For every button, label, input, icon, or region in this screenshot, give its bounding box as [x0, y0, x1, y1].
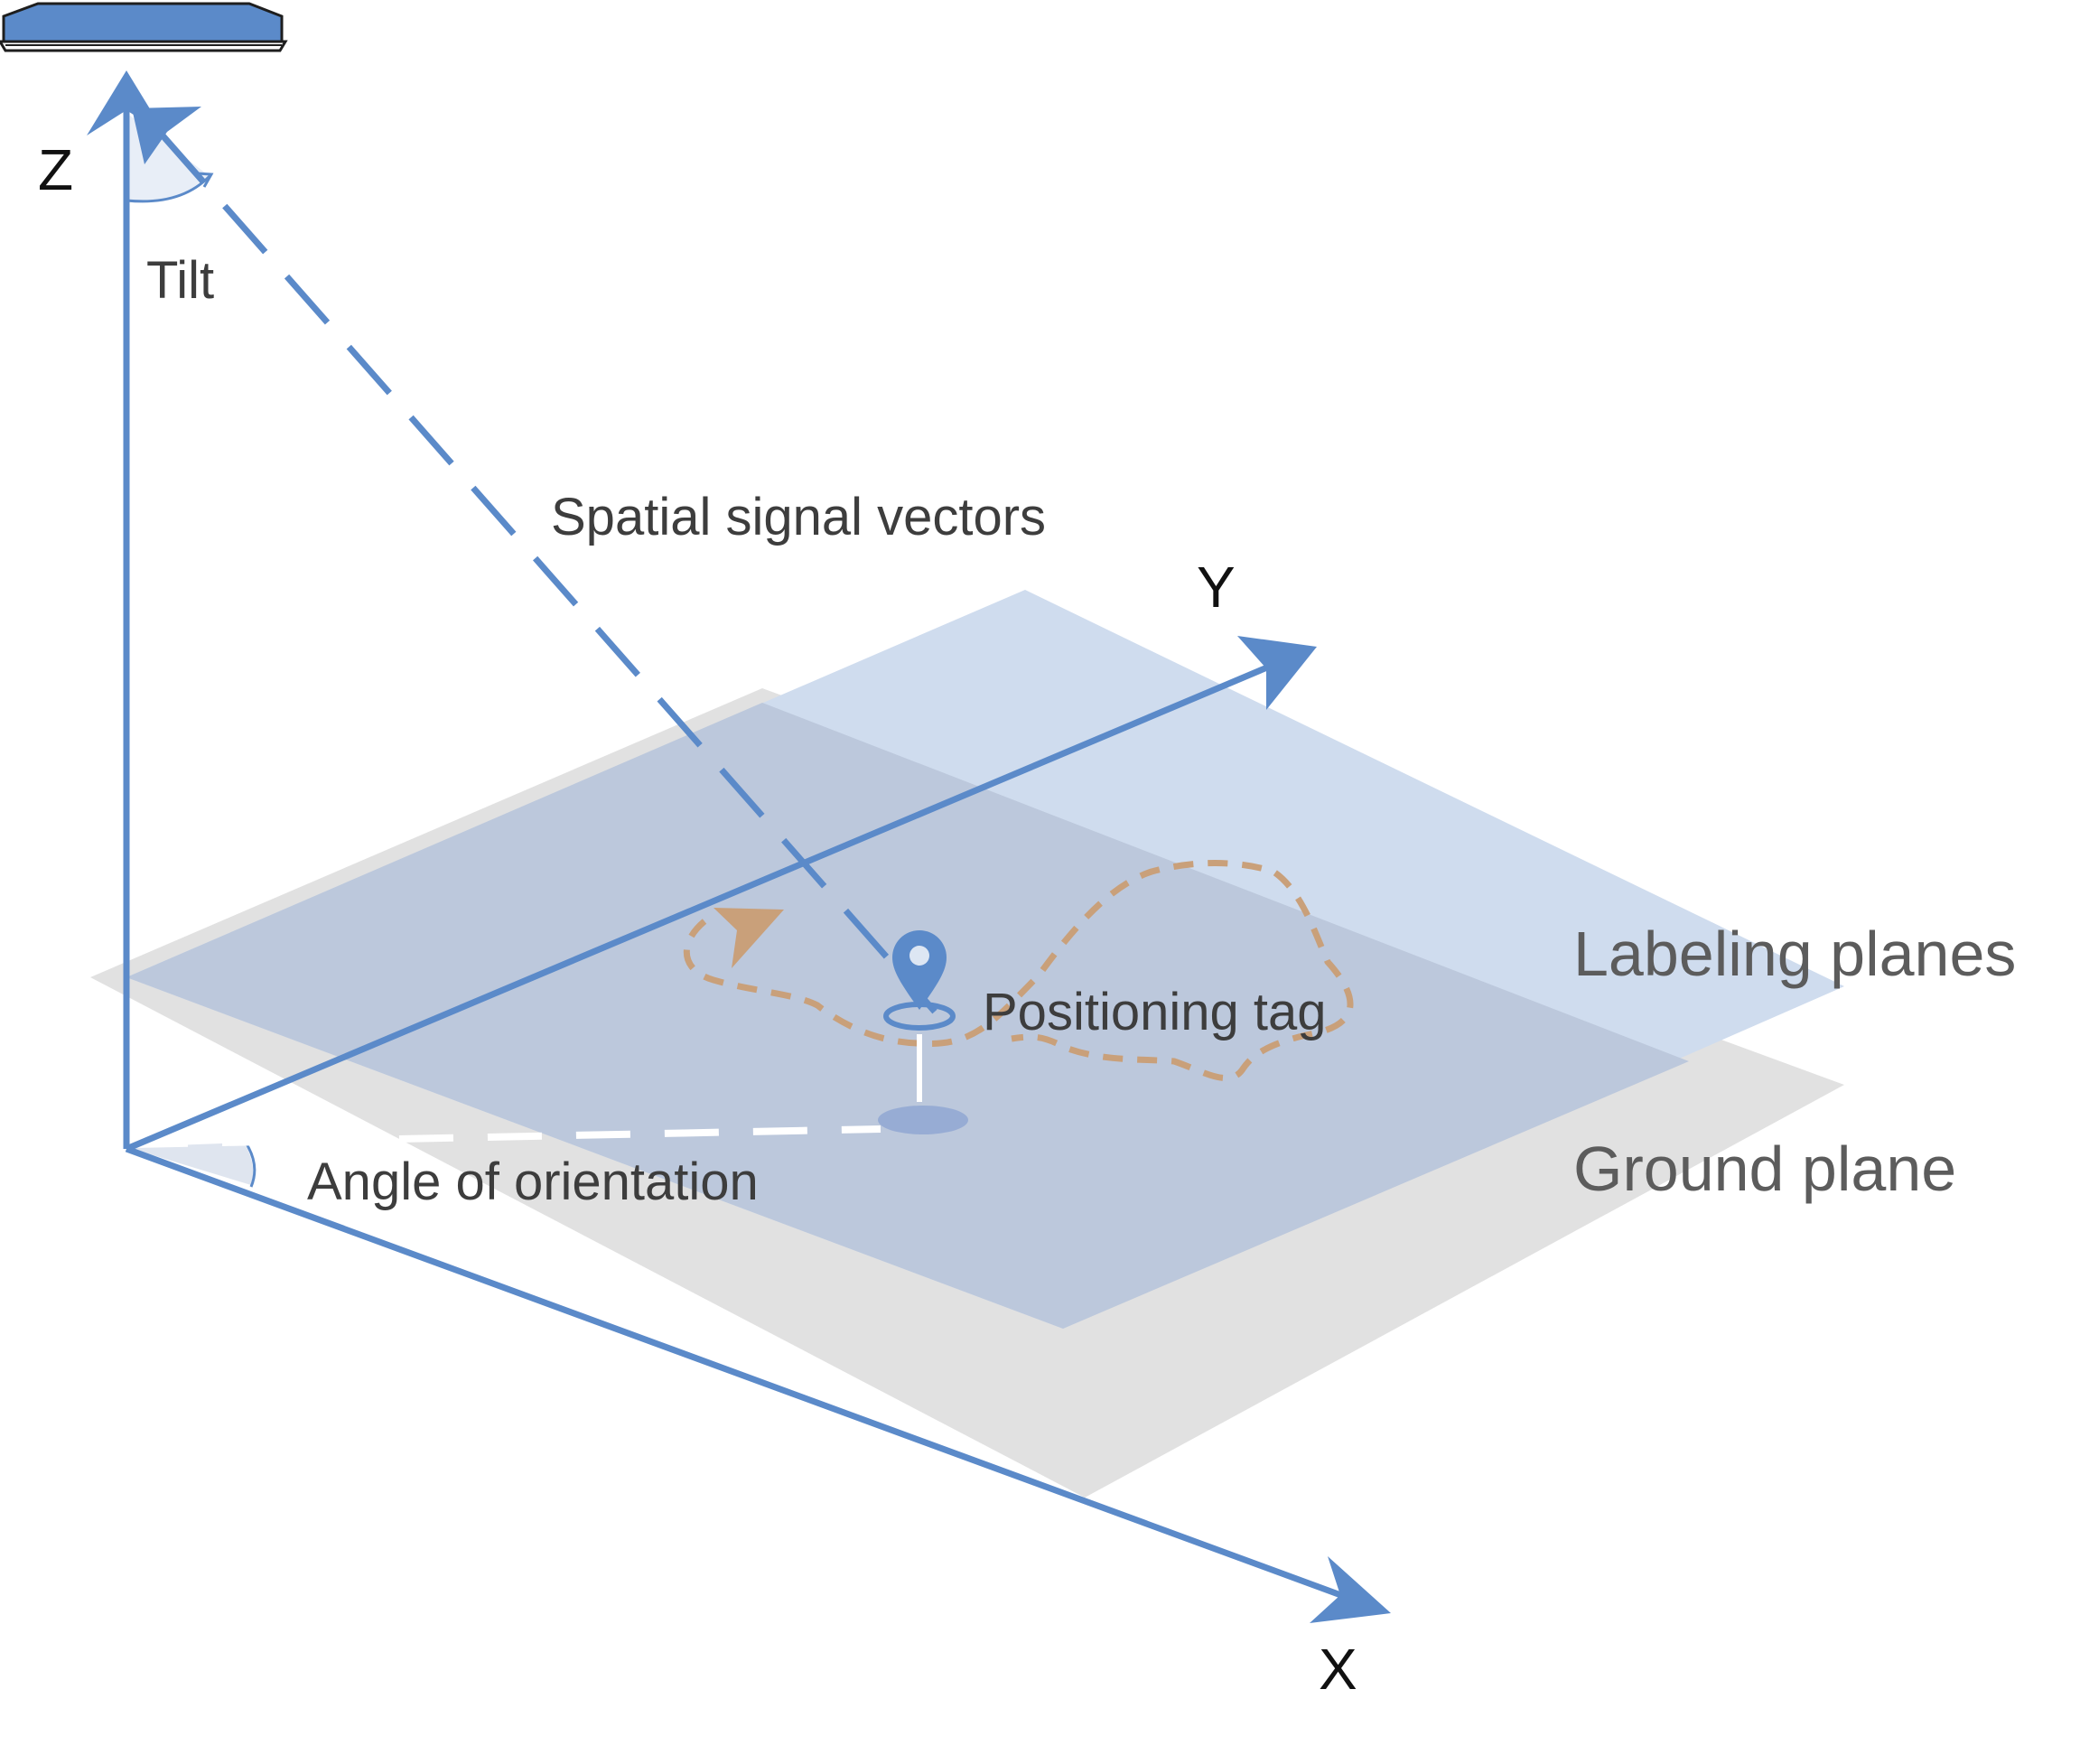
tilt-label: Tilt	[146, 251, 214, 310]
y-axis-arrowhead	[1237, 636, 1317, 710]
z-axis-label: Z	[38, 137, 73, 202]
orientation-arc	[244, 1142, 257, 1188]
x-axis-arrowhead	[1310, 1556, 1391, 1623]
y-axis-label: Y	[1197, 555, 1236, 620]
tilt-arc	[126, 174, 211, 203]
y-axis-line	[125, 661, 1275, 1153]
anchor-device-icon	[0, 2, 288, 52]
angle-orientation-label: Angle of orientation	[307, 1153, 759, 1211]
tilt-arc-arrowhead	[196, 172, 214, 188]
spatial-vectors-label: Spatial signal vectors	[551, 488, 1046, 546]
projection-dashed-line	[133, 1125, 881, 1148]
tilt-vector-arrowhead	[132, 107, 201, 164]
plane-overlap	[126, 703, 1689, 1329]
x-axis-line	[125, 1145, 1348, 1601]
tag-trajectory-path	[683, 860, 1354, 1082]
spatial-signal-vector	[160, 133, 937, 1014]
positioning-tag-label: Positioning tag	[983, 983, 1326, 1041]
tag-ground-shadow	[878, 1106, 968, 1134]
trajectory-arrowhead	[714, 908, 784, 968]
x-axis-label: X	[1319, 1637, 1357, 1702]
location-pin-icon	[883, 930, 956, 1031]
orientation-wedge	[126, 1143, 254, 1185]
labeling-planes-label: Labeling planes	[1573, 919, 2016, 989]
ground-plane-label: Ground plane	[1573, 1134, 1956, 1204]
